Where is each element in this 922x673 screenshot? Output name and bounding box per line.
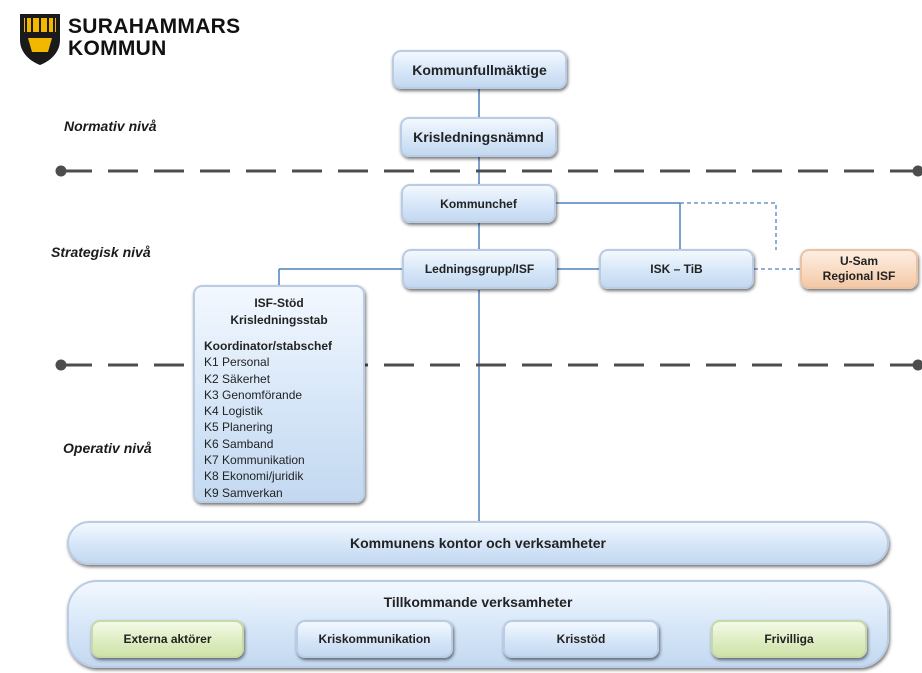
logo: SURAHAMMARS KOMMUN: [18, 10, 268, 72]
logo-line1: SURAHAMMARS: [68, 15, 241, 38]
list-item: K3 Genomförande: [204, 387, 303, 402]
box-tillkommande-label: Tillkommande verksamheter: [383, 594, 573, 610]
box-ledningsgrupp[interactable]: Ledningsgrupp/ISF: [402, 249, 557, 289]
box-krisledningsnamnd-label: Krisledningsnämnd: [413, 129, 544, 145]
isf-stod-title2: Krisledningsstab: [230, 313, 328, 327]
coat-of-arms-icon: [20, 14, 60, 65]
list-item: K9 Samverkan: [204, 485, 283, 500]
list-item: K5 Planering: [204, 420, 273, 435]
box-kommunfullmaktige[interactable]: Kommunfullmäktige: [392, 50, 567, 89]
list-item: K8 Ekonomi/juridik: [204, 469, 304, 484]
box-usam-line2: Regional ISF: [822, 269, 896, 283]
box-krisledningsnamnd[interactable]: Krisledningsnämnd: [400, 117, 557, 157]
box-kommunens-kontor-label: Kommunens kontor och verksamheter: [350, 535, 606, 551]
list-item: K1 Personal: [204, 355, 270, 370]
level-normativ: Normativ nivå: [64, 118, 157, 134]
box-kommunchef[interactable]: Kommunchef: [401, 184, 556, 223]
list-item: Koordinator/stabschef: [204, 339, 333, 353]
box-frivilliga-label: Frivilliga: [764, 632, 814, 646]
box-kriskommunikation[interactable]: Kriskommunikation: [296, 620, 453, 658]
box-isf-stod[interactable]: ISF-Stöd Krisledningsstab Koordinator/st…: [193, 285, 365, 503]
box-externa-aktorer[interactable]: Externa aktörer: [91, 620, 244, 658]
list-item: K4 Logistik: [204, 404, 263, 419]
divider-strategisk-operativ: [55, 359, 922, 371]
isf-stod-list: Koordinator/stabschef K1 Personal K2 Säk…: [195, 338, 363, 501]
list-item: K6 Samband: [204, 436, 274, 451]
box-kriskommunikation-label: Kriskommunikation: [318, 632, 431, 646]
box-usam[interactable]: U-Sam Regional ISF: [800, 249, 918, 289]
level-strategisk: Strategisk nivå: [51, 244, 151, 260]
box-isk-tib-label: ISK – TiB: [650, 262, 703, 276]
isf-stod-title1: ISF-Stöd: [254, 296, 304, 310]
box-externa-aktorer-label: Externa aktörer: [123, 632, 212, 646]
box-frivilliga[interactable]: Frivilliga: [711, 620, 867, 658]
logo-line2: KOMMUN: [68, 37, 167, 60]
list-item: K7 Kommunikation: [204, 453, 305, 468]
box-kommunchef-label: Kommunchef: [440, 196, 517, 211]
box-usam-line1: U-Sam: [839, 254, 878, 268]
box-krisstod-label: Krisstöd: [556, 632, 606, 646]
divider-normativ-strategisk: [55, 165, 922, 177]
box-kommunens-kontor[interactable]: Kommunens kontor och verksamheter: [67, 521, 889, 565]
box-ledningsgrupp-label: Ledningsgrupp/ISF: [424, 262, 535, 276]
level-operativ: Operativ nivå: [63, 440, 152, 456]
box-kommunfullmaktige-label: Kommunfullmäktige: [412, 61, 547, 78]
list-item: K2 Säkerhet: [204, 371, 271, 386]
box-isk-tib[interactable]: ISK – TiB: [599, 249, 754, 289]
box-krisstod[interactable]: Krisstöd: [503, 620, 659, 658]
